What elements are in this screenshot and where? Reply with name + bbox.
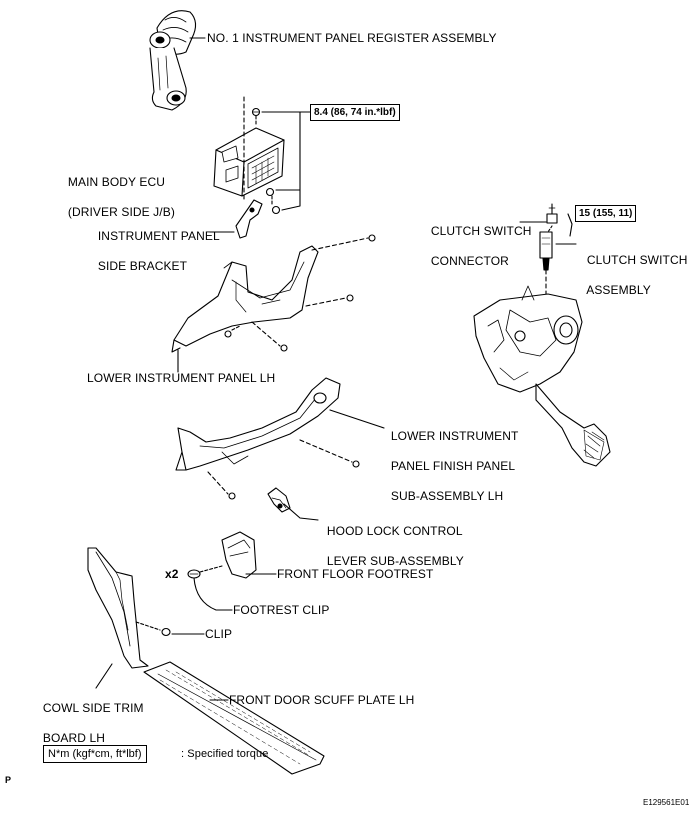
label-clutch-switch-line2: ASSEMBLY xyxy=(586,283,651,297)
label-cowl-line1: COWL SIDE TRIM xyxy=(42,701,144,715)
label-hood-lock-line1: HOOD LOCK CONTROL xyxy=(326,524,463,538)
label-main-body-ecu-line2: (DRIVER SIDE J/B) xyxy=(67,205,175,219)
label-hood-lock-line2: LEVER SUB-ASSEMBLY xyxy=(326,554,464,568)
label-side-bracket: INSTRUMENT PANEL SIDE BRACKET xyxy=(91,214,220,274)
page-marker: P xyxy=(5,775,12,785)
label-main-body-ecu-line1: MAIN BODY ECU xyxy=(67,175,165,189)
label-hood-lock-lever: HOOD LOCK CONTROL LEVER SUB-ASSEMBLY xyxy=(320,509,464,569)
clutch-switch-connector-part xyxy=(546,203,558,224)
pedal-assembly-part xyxy=(473,285,611,467)
label-finish-panel-line1: LOWER INSTRUMENT xyxy=(390,429,519,443)
label-finish-panel: LOWER INSTRUMENT PANEL FINISH PANEL SUB-… xyxy=(384,414,519,504)
label-cowl-line2: BOARD LH xyxy=(42,731,106,745)
label-clip: CLIP xyxy=(205,627,233,641)
label-main-body-ecu: MAIN BODY ECU (DRIVER SIDE J/B) xyxy=(61,160,175,220)
torque-spec-clutch: 15 (155, 11) xyxy=(575,205,637,222)
lower-instrument-panel-part xyxy=(171,245,319,353)
label-lower-instrument-panel: LOWER INSTRUMENT PANEL LH xyxy=(87,371,276,385)
front-floor-footrest-part xyxy=(221,531,257,579)
label-clutch-connector-line1: CLUTCH SWITCH xyxy=(430,224,532,238)
label-cowl-side-trim: COWL SIDE TRIM BOARD LH xyxy=(36,686,144,746)
figure-code: E129561E01 xyxy=(643,798,690,807)
label-clutch-switch-line1: CLUTCH SWITCH xyxy=(586,253,688,267)
register-assembly-part xyxy=(149,10,197,111)
label-scuff-plate: FRONT DOOR SCUFF PLATE LH xyxy=(229,693,415,707)
cowl-side-trim-part xyxy=(87,547,149,669)
clip-part xyxy=(161,627,171,637)
label-finish-panel-line3: SUB-ASSEMBLY LH xyxy=(390,489,504,503)
label-clutch-switch-connector: CLUTCH SWITCH CONNECTOR xyxy=(424,209,532,269)
legend-unit-box: N*m (kgf*cm, ft*lbf) xyxy=(43,745,147,763)
footrest-clip-part xyxy=(187,569,201,579)
main-body-ecu-part xyxy=(213,127,285,197)
label-quantity-x2: x2 xyxy=(165,567,179,581)
label-front-floor-footrest: FRONT FLOOR FOOTREST xyxy=(277,567,434,581)
legend-description: : Specified torque xyxy=(181,748,269,760)
label-side-bracket-line2: SIDE BRACKET xyxy=(97,259,188,273)
hood-lock-lever-part xyxy=(267,487,291,513)
torque-spec-ecu: 8.4 (86, 74 in.*lbf) xyxy=(310,104,400,121)
side-bracket-part xyxy=(235,199,263,239)
label-clutch-switch-assembly: CLUTCH SWITCH ASSEMBLY xyxy=(580,238,688,298)
finish-panel-screws xyxy=(228,460,360,500)
finish-panel-part xyxy=(175,377,341,471)
ecu-bolts xyxy=(251,107,281,215)
label-footrest-clip: FOOTREST CLIP xyxy=(233,603,330,617)
label-side-bracket-line1: INSTRUMENT PANEL xyxy=(97,229,220,243)
label-register-assembly: NO. 1 INSTRUMENT PANEL REGISTER ASSEMBLY xyxy=(207,31,497,45)
label-finish-panel-line2: PANEL FINISH PANEL xyxy=(390,459,516,473)
lower-panel-screws xyxy=(224,234,376,352)
clutch-switch-part xyxy=(539,231,553,271)
label-clutch-connector-line2: CONNECTOR xyxy=(430,254,509,268)
scuff-plate-part xyxy=(143,661,325,775)
